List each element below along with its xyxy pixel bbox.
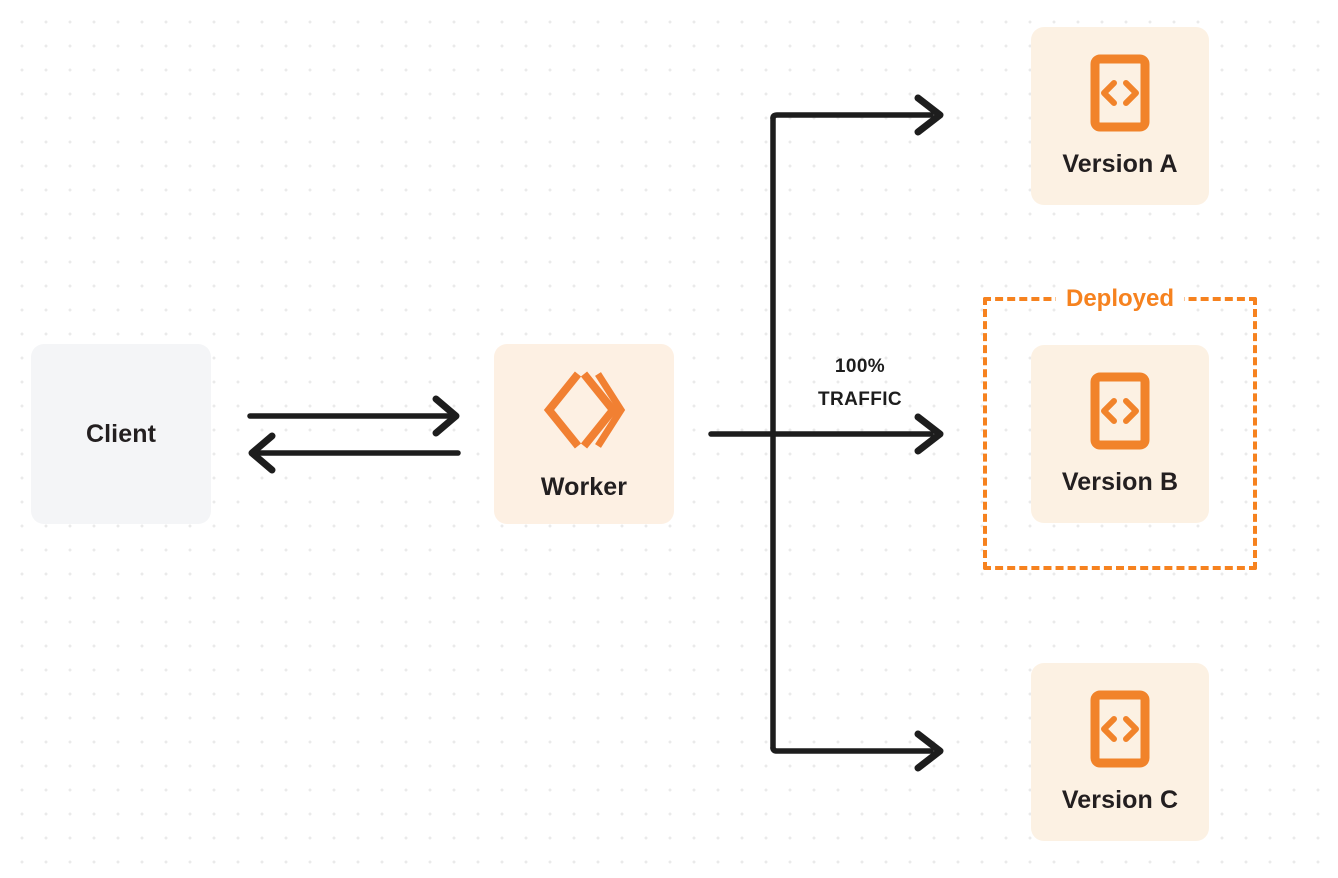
- connector-worker-to-version-c: [770, 730, 944, 772]
- deployed-group: Deployed: [983, 284, 1257, 570]
- traffic-annotation: 100% TRAFFIC: [786, 350, 934, 416]
- node-version-b[interactable]: Version B: [1031, 345, 1209, 523]
- node-version-c[interactable]: Version C: [1031, 663, 1209, 841]
- deployed-label: Deployed: [1055, 284, 1185, 314]
- node-version-a[interactable]: Version A: [1031, 27, 1209, 205]
- traffic-percent: 100%: [834, 356, 886, 377]
- connector-worker-to-version-a: [770, 94, 944, 136]
- code-file-icon: [1090, 690, 1150, 768]
- connector-client-to-worker: [247, 395, 460, 437]
- version-b-label: Version B: [1061, 467, 1179, 496]
- version-c-label: Version C: [1061, 785, 1179, 814]
- traffic-word: TRAFFIC: [817, 389, 903, 410]
- node-worker[interactable]: Worker: [494, 344, 674, 524]
- worker-label: Worker: [540, 472, 628, 501]
- connector-worker-trunk: [708, 115, 776, 751]
- client-label: Client: [85, 419, 157, 448]
- code-file-icon: [1090, 372, 1150, 450]
- version-a-label: Version A: [1062, 149, 1178, 178]
- node-client[interactable]: Client: [31, 344, 211, 524]
- cloudflare-workers-logo-icon: [541, 367, 627, 453]
- connector-worker-to-version-b: [770, 413, 944, 455]
- connector-worker-to-client: [248, 432, 461, 474]
- code-file-icon: [1090, 54, 1150, 132]
